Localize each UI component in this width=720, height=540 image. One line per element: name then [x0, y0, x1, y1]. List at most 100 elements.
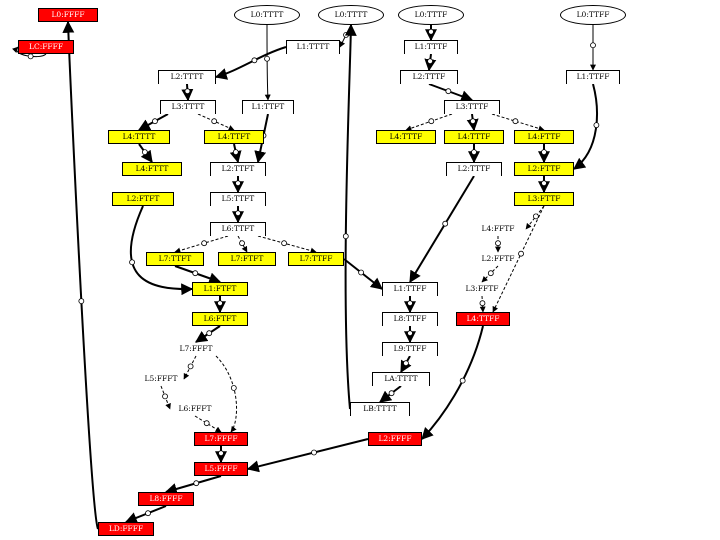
node-l4-ttft[interactable]: L4:TTFT — [204, 130, 264, 144]
node-l4-tttf-a[interactable]: L4:TTTF — [376, 130, 436, 144]
node-l4-ttff[interactable]: L4:TTFF — [456, 312, 510, 326]
edge-marker-a2 — [343, 31, 349, 38]
node-l7-ftft[interactable]: L7:FTFT — [218, 252, 276, 266]
node-l1-tttf[interactable]: L1:TTTF — [404, 40, 458, 54]
node-l6-ftft[interactable]: L6:FTFT — [192, 312, 248, 326]
node-l5-ffft[interactable]: L5:FFFT — [144, 374, 178, 384]
node-l2-ftft[interactable]: L2:FTFT — [112, 192, 174, 206]
edge-h3 — [257, 235, 317, 254]
node-l5-ffff[interactable]: L5:FFFF — [194, 462, 248, 476]
edge-marker-i2 — [192, 270, 199, 277]
edge-marker-g1 — [235, 210, 241, 217]
edge-marker-a4 — [590, 42, 596, 49]
node-ld-ffff[interactable]: LD:FFFF — [98, 522, 154, 536]
node-la-tttt[interactable]: LA:TTTT — [372, 372, 430, 386]
edge-marker-g2 — [533, 213, 539, 220]
edge-d3 — [405, 113, 453, 132]
node-l9-ttff[interactable]: L9:TTFF — [382, 342, 438, 356]
edge-n2 — [215, 355, 238, 433]
edge-marker-m2 — [388, 390, 395, 397]
node-lb-tttt[interactable]: LB:TTTT — [350, 402, 410, 416]
node-l7-ffft[interactable]: L7:FFFT — [179, 344, 213, 354]
edge-marker-n2 — [230, 385, 237, 391]
node-l5-ttft[interactable]: L5:TTFT — [210, 192, 266, 206]
edge-marker-i4 — [442, 220, 449, 227]
edge-marker-m1 — [162, 393, 168, 400]
node-l3-tttt[interactable]: L3:TTTT — [160, 100, 216, 114]
node-l2-ffff[interactable]: L2:FFFF — [368, 432, 422, 446]
edge-marker-j3 — [479, 300, 486, 307]
edge-i1 — [129, 205, 194, 296]
edge-marker-n3 — [218, 450, 224, 457]
edge-marker-c2 — [445, 88, 452, 95]
node-l0-ttff[interactable]: L0:TTFF — [560, 5, 626, 25]
node-l1-ftft[interactable]: L1:FTFT — [192, 282, 248, 296]
edge-marker-e2 — [232, 149, 239, 156]
node-l0-tttt-a[interactable]: L0:TTTT — [234, 5, 300, 25]
edge-marker-f2 — [541, 180, 547, 187]
edge-marker-d2 — [211, 118, 218, 125]
edge-marker-j1 — [217, 300, 223, 307]
node-l2-ttft[interactable]: L2:TTFT — [210, 162, 266, 176]
edge-m3 — [344, 23, 357, 410]
edge-marker-o3 — [78, 298, 85, 305]
edge-marker-a1 — [264, 55, 270, 62]
edge-o3 — [62, 20, 99, 530]
node-l1-ttff-b[interactable]: L1:TTFF — [382, 282, 438, 296]
node-l4-tttf-b[interactable]: L4:TTTF — [444, 130, 504, 144]
edge-marker-n4 — [311, 449, 317, 456]
node-l8-ttff[interactable]: L8:TTFF — [382, 312, 438, 326]
node-lc-ffff[interactable]: LC:FFFF — [18, 40, 74, 54]
edge-k3 — [421, 325, 484, 440]
edge-marker-j2 — [407, 300, 413, 307]
node-l1-ttff[interactable]: L1:TTFF — [566, 70, 620, 84]
node-l0-tttt-b[interactable]: L0:TTTT — [318, 5, 384, 25]
node-l0-tttf[interactable]: L0:TTTF — [398, 5, 464, 25]
edge-i4 — [409, 175, 475, 284]
edge-marker-e1 — [141, 149, 148, 156]
node-l0-ffff[interactable]: L0:FFFF — [38, 8, 98, 22]
node-l1-tttt[interactable]: L1:TTTT — [286, 40, 340, 54]
edge-marker-e6 — [593, 122, 600, 129]
node-l6-ttft[interactable]: L6:TTFT — [210, 222, 266, 236]
edge-marker-o2 — [145, 510, 151, 517]
node-l2-tttf-b[interactable]: L2:TTTF — [446, 162, 502, 176]
node-l7-ttft-a[interactable]: L7:TTFT — [146, 252, 204, 266]
edge-marker-i1 — [129, 259, 135, 266]
edge-b1 — [214, 46, 287, 80]
node-l2-tttf[interactable]: L2:TTTF — [400, 70, 458, 84]
node-l8-ffff[interactable]: L8:FFFF — [138, 492, 194, 506]
node-l3-tttf[interactable]: L3:TTTF — [444, 100, 500, 114]
node-l2-tttt[interactable]: L2:TTTT — [158, 70, 216, 84]
edge-marker-l2 — [403, 360, 409, 367]
edge-marker-d1 — [152, 118, 158, 125]
edge-marker-a3 — [428, 28, 434, 35]
edge-marker-o1 — [193, 480, 200, 487]
edge-marker-d4 — [469, 118, 476, 125]
edge-marker-d3 — [428, 118, 435, 125]
node-l6-ffft[interactable]: L6:FFFT — [178, 404, 212, 414]
edge-e6 — [573, 83, 598, 170]
edge-marker-i5 — [487, 270, 494, 277]
node-l3-fttf[interactable]: L3:FTTF — [514, 192, 574, 206]
node-l4-tttt[interactable]: L4:TTTT — [108, 130, 170, 144]
node-l2-fttf[interactable]: L2:FTTF — [514, 162, 574, 176]
edge-marker-k2 — [407, 330, 413, 337]
node-l7-ttff[interactable]: L7:TTFF — [288, 252, 344, 266]
edge-marker-h3 — [281, 240, 288, 247]
node-l4-fftf[interactable]: L4:FFTF — [481, 224, 515, 234]
node-l4-fttf[interactable]: L4:FTTF — [514, 130, 574, 144]
edge-marker-f1 — [235, 180, 241, 187]
node-l7-ffff[interactable]: L7:FFFF — [194, 432, 248, 446]
edge-marker-k3 — [459, 377, 466, 384]
edge-marker-n1 — [203, 420, 210, 427]
node-l2-fftf[interactable]: L2:FFTF — [481, 254, 515, 264]
node-l4-fttt[interactable]: L4:FTTT — [122, 162, 182, 176]
edge-marker-d5 — [512, 118, 519, 125]
edge-marker-j4 — [518, 250, 524, 257]
edge-marker-o4 — [27, 53, 34, 60]
node-l1-ttft[interactable]: L1:TTFT — [242, 100, 294, 114]
node-l3-fftf[interactable]: L3:FFTF — [465, 284, 499, 294]
edge-marker-h2 — [239, 240, 245, 247]
